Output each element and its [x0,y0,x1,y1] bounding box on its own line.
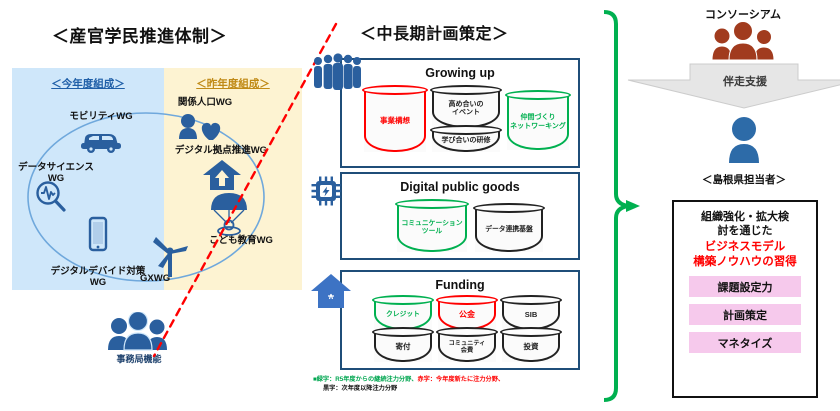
outcome-pill-1: 課題設定力 [689,276,801,298]
cylinder-label: 投資 [523,341,539,351]
cylinder-label: クレジット [386,311,420,319]
staff-person-icon [729,117,759,163]
cylinder-training: 学び合いの研修 [430,125,502,152]
outcome-pill-2: 計画策定 [689,304,801,326]
page-title-left: ＜産官学民推進体制＞ [52,27,227,46]
cylinder-public-funds: 公金 [436,295,498,330]
cylinder-label: コミュニティ 会費 [448,339,486,354]
wind-turbine-icon [153,237,188,277]
outcome-highlight: ビジネスモデル 構築ノウハウの習得 [693,240,797,268]
this-year-section: ＜今年度組成＞ [12,68,164,290]
green-bracket-connector [603,10,640,402]
consortium-label: コンソーシアム [704,9,781,21]
plan-box-digital-public-goods: Digital public goods コミュニケーション ツール データ連携… [340,172,580,260]
promotion-structure-panel: ＜今年度組成＞ ＜昨年度組成＞ モビリティWG データサイエンス WG デジタル… [12,68,302,290]
support-label: 伴走支援 [723,76,767,88]
wg-connection-ring [27,112,265,282]
cylinder-label: 仲間づくり ネットワーキング [510,114,566,130]
wg-label-digital-divide: デジタルデバイド対策 WG [50,265,146,288]
wg-label-gx: GXWG [140,273,171,284]
cylinder-label: データ連携基盤 [485,226,533,234]
people-group-icon [314,53,361,90]
cylinder-stack-credit: クレジット 寄付 [372,295,434,362]
cylinder-stack-public-funds: 公金 コミュニティ 会費 [436,295,498,362]
cylinder-label: 公金 [459,310,475,320]
wg-label-mobility: モビリティWG [69,111,133,122]
cylinder-label: SIB [524,309,538,319]
page-title-middle: ＜中長期計画策定＞ [360,26,509,43]
cylinder-donation: 寄付 [372,327,434,362]
red-dashed-divider [152,22,338,358]
outcome-box: 組織強化・拡大検 討を通じた ビジネスモデル 構築ノウハウの習得 課題設定力 計… [672,200,818,398]
cylinder-stack-sib: SIB 投資 [500,295,562,362]
cylinder-label: 寄付 [395,341,411,351]
cylinder-label: 高め合いの イベント [448,100,484,116]
cylinder-networking: 仲間づくり ネットワーキング [505,90,571,150]
cylinder-events: 高め合いの イベント [430,85,502,128]
wg-label-child-education: こども教育WG [209,235,273,246]
cylinder-data-platform: データ連携基盤 [473,203,545,252]
plan-box-title-dpg: Digital public goods [400,180,520,194]
support-arrow [627,63,840,109]
smartphone-icon [88,216,108,252]
wg-label-digital-hub: デジタル拠点推進WG [174,145,268,156]
house-icon [311,274,351,308]
wg-label-related-population: 関係人口WG [177,97,233,108]
legend-red-text: 赤字：今年度新たに注力分野、 [417,376,505,383]
magnifier-pulse-icon [36,181,66,212]
plan-box-growing-up: Growing up 事業構想 高め合いの イベント 学び合いの研修 仲間づくり… [340,58,580,168]
legend-footnote: ■緑字：R5年度からの継続注力分野、赤字：今年度新たに注力分野、 黒字：次年度以… [313,375,583,394]
legend-black-text: 黒字：次年度以降注力分野 [323,385,398,393]
staff-label: ＜島根県担当者＞ [702,174,786,186]
secretariat-label: 事務局機能 [116,354,162,364]
plan-box-title-funding: Funding [435,278,485,292]
cylinder-communication-tool: コミュニケーション ツール [395,199,469,252]
cylinder-label: 事業構想 [380,115,410,125]
cylinder-label: 学び合いの研修 [441,136,491,144]
legend-green-text: ■緑字：R5年度からの継続注力分野、 [313,376,418,383]
secretariat-people-icon [108,312,167,351]
plan-box-funding: Funding クレジット 寄付 公金 コミュニティ 会費 SIB [340,270,580,370]
cylinder-investment: 投資 [500,327,562,362]
cpu-chip-icon [311,176,341,206]
car-icon [81,134,121,153]
cylinder-community-fee: コミュニティ 会費 [436,327,498,362]
cylinder-label: コミュニケーション ツール [401,220,463,235]
cylinder-stack-events: 高め合いの イベント 学び合いの研修 [430,85,502,152]
cylinder-credit: クレジット [372,295,434,330]
cylinder-sib: SIB [500,295,562,330]
outcome-heading: 組織強化・拡大検 討を通じた [701,211,789,238]
this-year-label: ＜今年度組成＞ [51,78,125,90]
last-year-label: ＜昨年度組成＞ [196,78,270,90]
outcome-pill-3: マネタイズ [689,332,801,354]
person-heart-icon [179,114,221,140]
parachute-person-icon [211,193,247,236]
consortium-people-icon [711,22,775,61]
house-arrow-icon [203,160,241,190]
wg-label-data-science: データサイエンス WG [18,161,94,184]
plan-box-title-growing-up: Growing up [425,66,495,80]
cylinder-business-concept: 事業構想 [362,85,428,152]
